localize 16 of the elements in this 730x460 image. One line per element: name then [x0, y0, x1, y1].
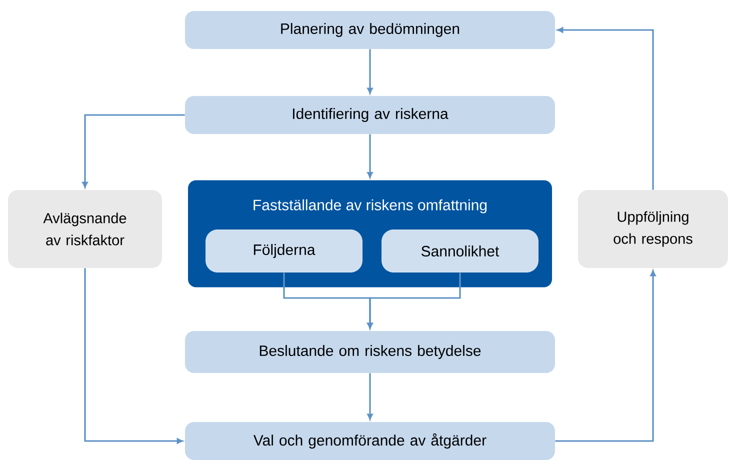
arrow: [555, 270, 656, 442]
process-box: Planering av bedömningen: [185, 11, 555, 49]
process-box: Följderna: [206, 230, 362, 272]
process-box: Identifiering av riskerna: [185, 96, 555, 134]
arrow: [84, 268, 183, 444]
arrow: [557, 27, 654, 190]
process-box: Sannolikhet: [382, 230, 538, 272]
process-box: Val och genomförande av åtgärder: [185, 422, 555, 460]
arrow: [367, 49, 373, 94]
arrow: [367, 373, 373, 420]
process-box: Beslutande om riskens betydelse: [185, 331, 555, 373]
side-box: Avlägsnande av riskfaktor: [8, 190, 162, 268]
arrow: [367, 134, 373, 178]
side-box: Uppföljning och respons: [578, 190, 728, 268]
arrow: [82, 114, 185, 188]
arrow: [367, 272, 461, 329]
